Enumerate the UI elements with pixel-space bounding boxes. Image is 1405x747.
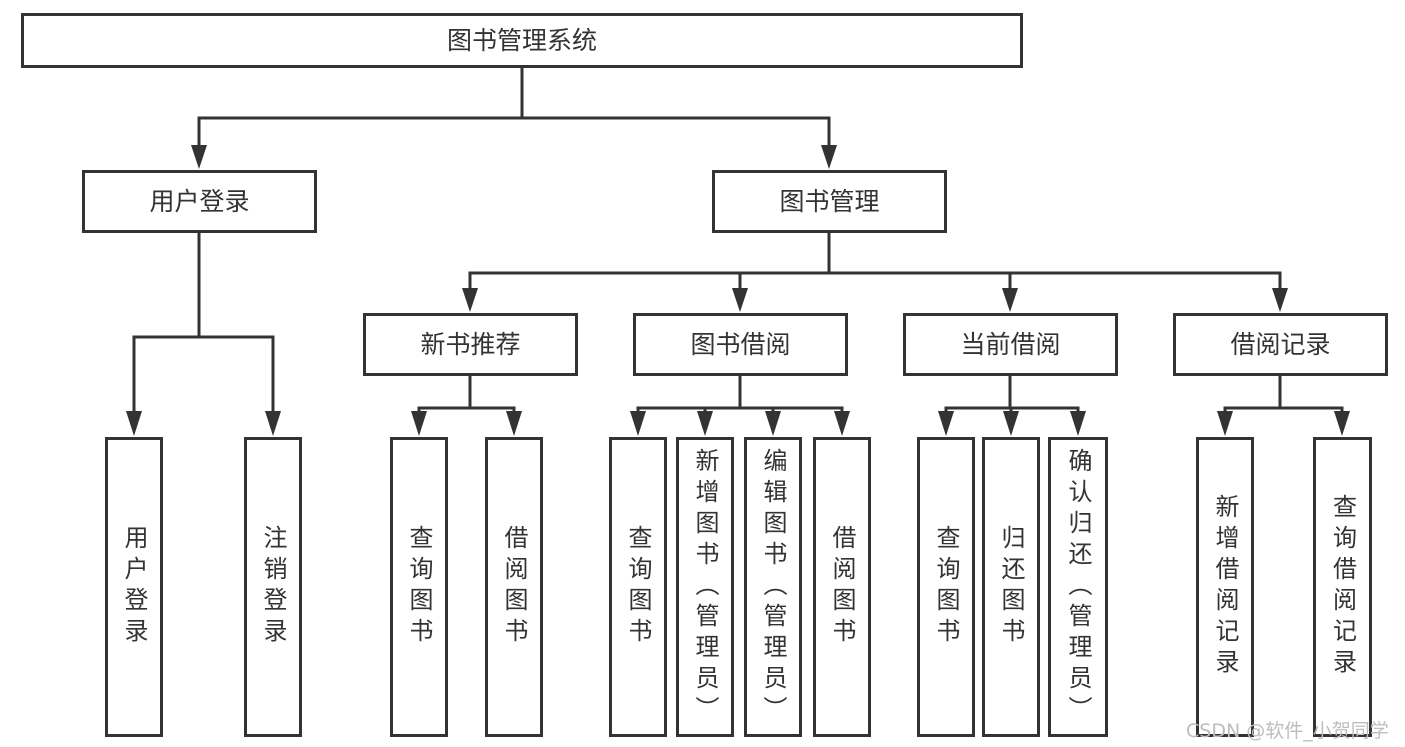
node-borrow-records: 借阅记录	[1173, 313, 1388, 376]
connector-current-borrow-group	[944, 376, 1080, 413]
leaf-user-login: 用户登录	[105, 437, 163, 737]
arrowhead	[821, 145, 837, 169]
leaf-return-book: 归还图书	[982, 437, 1040, 737]
arrowhead	[1003, 411, 1019, 436]
arrowhead	[834, 411, 850, 436]
leaf-label: 新增图书（管理员）	[691, 447, 719, 727]
leaf-borrow-book: 借阅图书	[813, 437, 871, 737]
node-borrow-records-label: 借阅记录	[1230, 330, 1331, 359]
arrowhead	[411, 411, 427, 436]
leaf-label: 归还图书	[997, 525, 1025, 649]
arrowhead	[506, 411, 522, 436]
arrowhead	[938, 411, 954, 436]
connector-root-to-level2	[197, 68, 831, 148]
leaf-logout-label: 注销登录	[259, 525, 287, 649]
arrowhead	[462, 288, 478, 312]
arrowhead	[1002, 288, 1018, 312]
leaf-label: 新增借阅记录	[1211, 494, 1239, 680]
node-new-book-recommend: 新书推荐	[363, 313, 578, 376]
arrowhead	[765, 411, 781, 436]
leaf-logout: 注销登录	[244, 437, 302, 737]
node-root: 图书管理系统	[21, 13, 1023, 68]
arrowhead	[191, 145, 207, 169]
arrowhead	[1272, 288, 1288, 312]
leaf-label: 编辑图书（管理员）	[759, 447, 787, 727]
leaf-query-book-current: 查询图书	[917, 437, 975, 737]
leaf-borrow-book-recommend: 借阅图书	[485, 437, 543, 737]
leaf-label: 查询借阅记录	[1328, 494, 1357, 680]
arrowhead	[697, 411, 713, 436]
connector-book-borrow-group	[636, 376, 844, 413]
arrowhead	[630, 411, 646, 436]
node-root-label: 图书管理系统	[446, 26, 597, 55]
node-current-borrow: 当前借阅	[903, 313, 1118, 376]
node-new-book-recommend-label: 新书推荐	[420, 330, 521, 359]
arrowhead	[265, 411, 281, 436]
node-user-login: 用户登录	[82, 170, 317, 233]
leaf-query-book-recommend: 查询图书	[390, 437, 448, 737]
connector-book-mgmt-to-groups	[468, 233, 1282, 291]
leaf-query-book-borrow: 查询图书	[609, 437, 667, 737]
connector-borrow-records-group	[1223, 376, 1344, 413]
node-book-borrow-label: 图书借阅	[690, 330, 791, 359]
leaf-confirm-return-admin: 确认归还（管理员）	[1048, 437, 1108, 737]
leaf-label: 借阅图书	[500, 525, 528, 649]
arrowhead	[1217, 411, 1233, 436]
node-book-borrow: 图书借阅	[633, 313, 848, 376]
leaf-add-borrow-record: 新增借阅记录	[1196, 437, 1254, 737]
leaf-user-login-label: 用户登录	[120, 525, 148, 649]
node-book-management-label: 图书管理	[779, 187, 880, 216]
leaf-label: 借阅图书	[828, 525, 856, 649]
node-user-login-label: 用户登录	[149, 187, 250, 216]
leaf-query-borrow-record: 查询借阅记录	[1313, 437, 1372, 737]
arrowhead	[1070, 411, 1086, 436]
csdn-watermark: CSDN @软件_小贺同学	[1186, 720, 1389, 742]
node-current-borrow-label: 当前借阅	[960, 330, 1061, 359]
arrowhead	[1334, 411, 1350, 436]
node-book-management: 图书管理	[712, 170, 947, 233]
leaf-label: 查询图书	[624, 525, 652, 649]
leaf-edit-book-admin: 编辑图书（管理员）	[744, 437, 802, 737]
connector-user-login-branch	[132, 233, 275, 414]
leaf-label: 查询图书	[405, 525, 433, 649]
connector-new-book-group	[417, 376, 516, 413]
leaf-label: 确认归还（管理员）	[1064, 447, 1092, 727]
arrowhead	[126, 411, 142, 436]
leaf-label: 查询图书	[932, 525, 960, 649]
leaf-add-book-admin: 新增图书（管理员）	[676, 437, 734, 737]
arrowhead	[732, 288, 748, 312]
